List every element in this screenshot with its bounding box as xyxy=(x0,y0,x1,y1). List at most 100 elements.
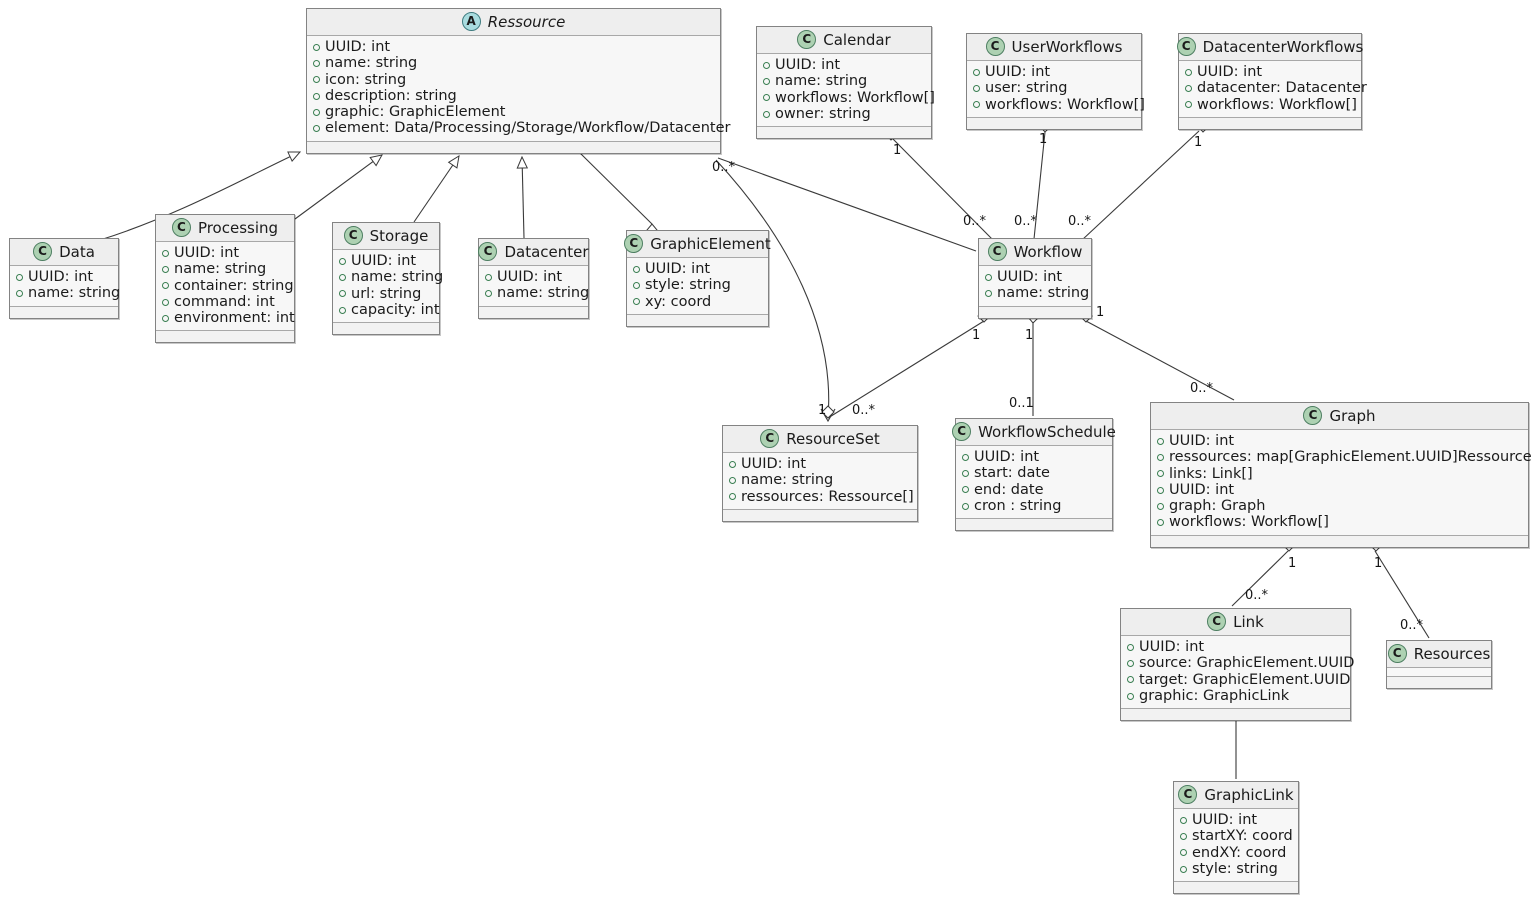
attribute-row: style: string xyxy=(1180,861,1292,877)
visibility-public-icon xyxy=(729,493,736,501)
visibility-public-icon xyxy=(633,281,640,289)
attribute-label: startXY: coord xyxy=(1192,828,1293,845)
visibility-public-icon xyxy=(962,486,969,494)
class-methods-ressource xyxy=(307,141,720,153)
attribute-label: UUID: int xyxy=(351,253,417,269)
visibility-public-icon xyxy=(1127,692,1134,700)
attribute-row: source: GraphicElement.UUID xyxy=(1127,655,1354,671)
attribute-row: user: string xyxy=(973,80,1135,96)
class-icon: C xyxy=(760,429,780,448)
visibility-public-icon xyxy=(16,273,23,281)
class-name-calendar: Calendar xyxy=(823,30,891,49)
class-name-graphicelement: GraphicElement xyxy=(650,234,771,253)
visibility-public-icon xyxy=(1180,816,1187,824)
attribute-label: endXY: coord xyxy=(1192,844,1287,861)
attribute-label: UUID: int xyxy=(1192,812,1258,828)
attribute-row: xy: coord xyxy=(633,294,762,310)
attribute-row: startXY: coord xyxy=(1180,828,1293,845)
attribute-label: UUID: int xyxy=(325,39,391,55)
attribute-label: name: string xyxy=(28,285,121,302)
multiplicity-label: 0..* xyxy=(1245,588,1269,603)
attribute-row: UUID: int xyxy=(1157,482,1522,498)
class-methods-workflow xyxy=(979,306,1091,318)
class-name-ressource: Ressource xyxy=(487,12,566,31)
multiplicity-label: 1 xyxy=(1096,305,1105,320)
attribute-row: UUID: int xyxy=(985,269,1085,285)
attribute-label: graphic: GraphicElement xyxy=(325,104,506,121)
attribute-row: UUID: int xyxy=(1157,433,1522,449)
attribute-row: ressources: map[GraphicElement.UUID]Ress… xyxy=(1157,449,1531,465)
class-name-resourceset: ResourceSet xyxy=(786,429,880,448)
attribute-row: owner: string xyxy=(763,106,925,122)
class-name-processing: Processing xyxy=(197,218,279,237)
visibility-public-icon xyxy=(1127,659,1134,667)
visibility-public-icon xyxy=(313,43,320,51)
attribute-label: container: string xyxy=(174,277,294,294)
multiplicity-label: 1 xyxy=(818,403,827,418)
visibility-public-icon xyxy=(1127,676,1134,684)
attribute-row: name: string xyxy=(485,285,589,301)
attribute-label: workflows: Workflow[] xyxy=(775,89,935,106)
class-methods-calendar xyxy=(757,127,931,139)
class-icon: C xyxy=(797,30,817,49)
class-header-calendar: C Calendar xyxy=(757,27,931,54)
attribute-row: name: string xyxy=(985,285,1089,301)
visibility-public-icon xyxy=(763,110,770,118)
class-icon: C xyxy=(987,242,1007,261)
attribute-label: UUID: int xyxy=(1139,639,1205,655)
attribute-row: name: string xyxy=(16,285,120,301)
attribute-row: UUID: int xyxy=(1127,639,1344,655)
multiplicity-label: 0..* xyxy=(852,403,876,418)
attribute-label: UUID: int xyxy=(741,456,807,472)
class-name-datacenter: Datacenter xyxy=(504,242,589,261)
class-methods-link xyxy=(1121,709,1350,721)
attribute-label: UUID: int xyxy=(645,261,711,277)
attribute-row: UUID: int xyxy=(485,269,582,285)
attribute-label: capacity: int xyxy=(351,301,440,318)
attribute-row: environment: int xyxy=(162,310,295,326)
attribute-row: name: string xyxy=(763,73,925,89)
class-icon: C xyxy=(343,226,363,245)
multiplicity-label: 1 xyxy=(1374,556,1383,571)
visibility-public-icon xyxy=(973,101,980,109)
visibility-public-icon xyxy=(1157,519,1164,527)
attribute-label: description: string xyxy=(325,87,457,104)
attribute-label: user: string xyxy=(985,80,1068,97)
attribute-row: name: string xyxy=(313,55,714,71)
visibility-public-icon xyxy=(1157,502,1164,510)
attribute-label: workflows: Workflow[] xyxy=(985,96,1145,113)
visibility-public-icon xyxy=(1180,832,1187,840)
class-icon: C xyxy=(1178,785,1198,804)
visibility-public-icon xyxy=(162,314,169,322)
attribute-label: name: string xyxy=(325,55,418,72)
attribute-label: url: string xyxy=(351,285,422,302)
